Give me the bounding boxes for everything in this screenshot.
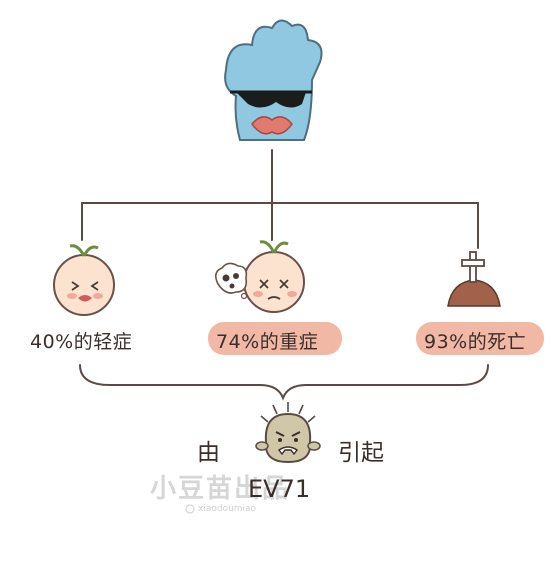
grave-icon xyxy=(447,251,501,307)
label-death: 93%的死亡 xyxy=(424,331,527,353)
highlight-death xyxy=(416,322,544,355)
caused-by-right: 引起 xyxy=(338,440,384,466)
highlight-severe xyxy=(208,322,342,355)
crying-baby-icon xyxy=(53,244,115,316)
connector-lines xyxy=(79,149,489,401)
glove-character-icon xyxy=(224,19,323,141)
virus-name: EV71 xyxy=(248,475,311,503)
watermark-logo-icon xyxy=(185,504,195,514)
label-severe: 74%的重症 xyxy=(216,331,319,353)
watermark-title: 小豆苗出品 xyxy=(150,474,291,504)
virus-ev71-icon xyxy=(255,402,321,464)
label-mild: 40%的轻症 xyxy=(30,331,133,353)
watermark-handle: xiaodoumiao xyxy=(198,504,257,514)
caused-by-left: 由 xyxy=(197,440,220,466)
sick-baby-icon xyxy=(214,240,305,313)
